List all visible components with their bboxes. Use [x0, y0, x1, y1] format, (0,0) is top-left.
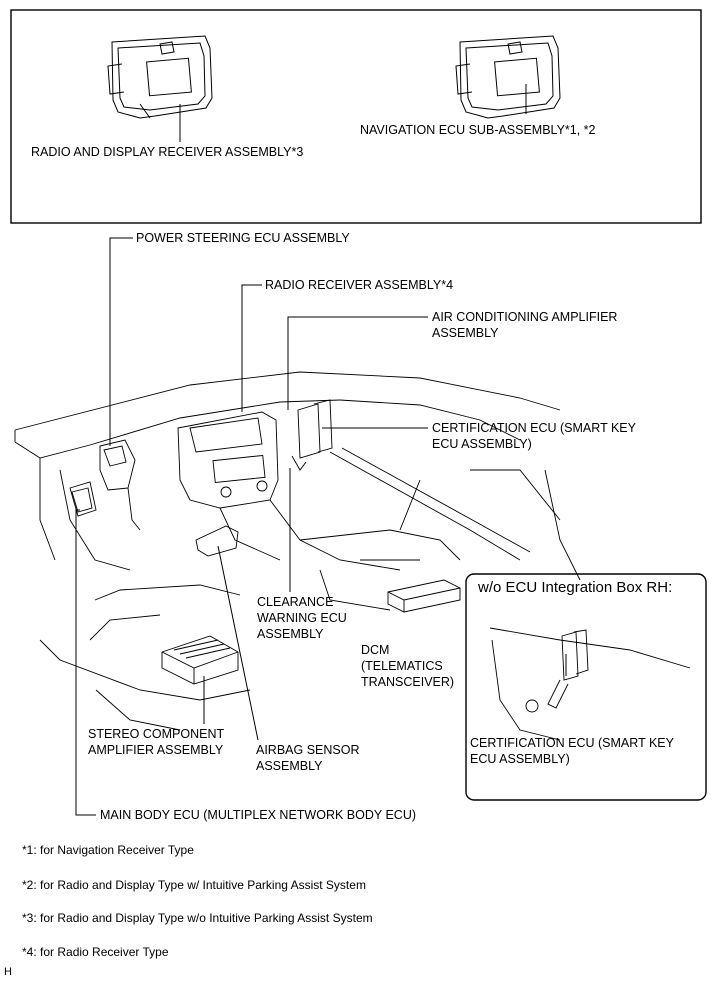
- footnote-1: *1: for Navigation Receiver Type: [22, 843, 194, 857]
- navigation-ecu-label: NAVIGATION ECU SUB-ASSEMBLY*1, *2: [360, 123, 596, 137]
- inset-frame: [465, 573, 707, 801]
- air-conditioning-label: AIR CONDITIONING AMPLIFIER ASSEMBLY: [432, 310, 618, 340]
- top-panel-frame: [10, 9, 702, 224]
- main-body-leader: [75, 509, 96, 816]
- footnote-3: *3: for Radio and Display Type w/o Intui…: [22, 911, 373, 925]
- radio-receiver-leader: [241, 284, 262, 412]
- footnote-4: *4: for Radio Receiver Type: [22, 945, 169, 959]
- inset-title: w/o ECU Integration Box RH:: [478, 579, 673, 596]
- dcm-label: DCM (TELEMATICS TRANSCEIVER): [361, 643, 455, 689]
- radio-receiver-label: RADIO RECEIVER ASSEMBLY*4: [265, 278, 454, 292]
- corner-mark: H: [4, 966, 12, 978]
- certification-label: CERTIFICATION ECU (SMART KEY ECU ASSEMBL…: [432, 421, 636, 451]
- main-body-ecu-label: MAIN BODY ECU (MULTIPLEX NETWORK BODY EC…: [100, 808, 417, 822]
- clearance-warning-label: CLEARANCE WARNING ECU ASSEMBLY: [257, 595, 347, 641]
- stereo-amplifier-label: STEREO COMPONENT AMPLIFIER ASSEMBLY: [88, 727, 225, 757]
- airbag-leader: [217, 545, 259, 741]
- airbag-sensor-label: AIRBAG SENSOR ASSEMBLY: [256, 743, 360, 773]
- inset-certification-label: CERTIFICATION ECU (SMART KEY ECU ASSEMBL…: [470, 736, 674, 766]
- air-conditioning-leader: [287, 316, 428, 410]
- power-steering-label: POWER STEERING ECU ASSEMBLY: [136, 231, 350, 245]
- navigation-ecu-drawing: [455, 35, 561, 119]
- inset-drawing: [489, 627, 691, 741]
- radio-display-receiver-label: RADIO AND DISPLAY RECEIVER ASSEMBLY*3: [31, 145, 304, 159]
- radio-display-receiver-drawing: [107, 35, 213, 119]
- footnote-2: *2: for Radio and Display Type w/ Intuit…: [22, 878, 366, 892]
- power-steering-leader: [109, 237, 133, 446]
- vehicle-interior-drawing: [14, 371, 581, 731]
